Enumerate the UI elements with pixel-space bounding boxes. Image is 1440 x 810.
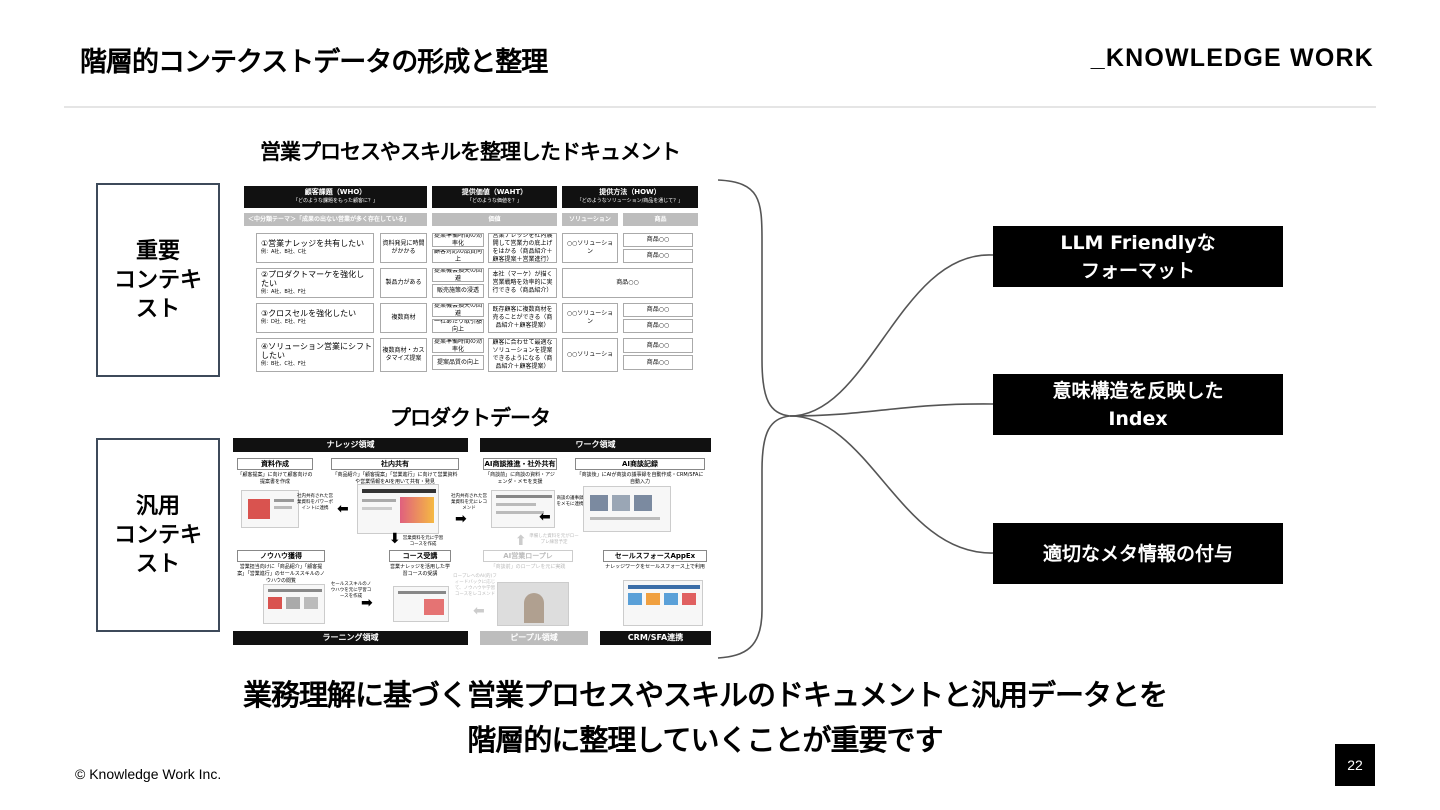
crm-area-bar: CRM/SFA連携 bbox=[600, 631, 711, 645]
table-subheader: ＜中分類テーマ＞「成果の出ない営業が多く存在している」 bbox=[244, 213, 427, 226]
document-table-thumbnail: 顧客課題（WHO）「どのような課題をもった顧客に？」 提供価値（WAHT）「どの… bbox=[244, 186, 698, 374]
important-context-label: 重要 コンテキ スト bbox=[96, 183, 220, 377]
product-section-heading: プロダクトデータ bbox=[390, 406, 551, 430]
screenshot-thumbnail bbox=[357, 484, 439, 534]
table-row: ①営業ナレッジを共有したい例：A社、B社、C社 資料発見に時間がかかる 提案準備… bbox=[244, 231, 698, 265]
brand-logo: _KNOWLEDGE WORK bbox=[1090, 44, 1374, 72]
table-col-header: 提供価値（WAHT）「どのような価値を？」 bbox=[432, 186, 557, 208]
table-row: ③クロスセルを強化したい例：D社、E社、F社 複数商材 提案機会損失の回避 一社… bbox=[244, 301, 698, 335]
screenshot-thumbnail bbox=[393, 586, 449, 622]
header-divider bbox=[64, 106, 1376, 108]
product-item: ノウハウ獲得営業担当向けに「商品紹介」「顧客提案」「営業進行」のセールススキルの… bbox=[237, 550, 325, 584]
product-item: 社内共有「商品紹介」「顧客提案」「営業進行」に向けて営業資料や営業情報をAIを用… bbox=[331, 458, 459, 485]
product-item: コース受講営業ナレッジを活用した学習コースの受講 bbox=[389, 550, 451, 577]
general-context-label: 汎用 コンテキ スト bbox=[96, 438, 220, 632]
output-semantic-index: 意味構造を反映した Index bbox=[993, 374, 1283, 435]
screenshot-thumbnail bbox=[263, 584, 325, 624]
table-col-header: 顧客課題（WHO）「どのような課題をもった顧客に？」 bbox=[244, 186, 427, 208]
screenshot-thumbnail bbox=[623, 580, 703, 626]
slide-title: 階層的コンテクストデータの形成と整理 bbox=[80, 47, 548, 78]
doc-section-heading: 営業プロセスやスキルを整理したドキュメント bbox=[260, 140, 681, 164]
screenshot-thumbnail bbox=[497, 582, 569, 626]
product-item: AI営業ロープレ「商談前」のロープレを元に実践 bbox=[483, 550, 573, 571]
table-row: ②プロダクトマーケを強化したい例：A社、B社、F社 製品力がある 提案機会損失の… bbox=[244, 266, 698, 300]
screenshot-thumbnail bbox=[583, 486, 671, 532]
screenshot-thumbnail bbox=[241, 490, 299, 528]
conclusion-line-1: 業務理解に基づく営業プロセスやスキルのドキュメントと汎用データとを bbox=[242, 678, 1168, 712]
page-number: 22 bbox=[1335, 744, 1375, 786]
product-data-thumbnail: ナレッジ領域 ワーク領域 資料作成「顧客提案」に向けて顧客向けの提案書を作成 社… bbox=[233, 438, 711, 645]
people-area-bar: ピープル領域 bbox=[480, 631, 588, 645]
output-llm-friendly: LLM Friendlyな フォーマット bbox=[993, 226, 1283, 287]
product-item: AI商談推進・社外共有「商談前」に商談の資料・アジェンダ・メモを支援 bbox=[483, 458, 557, 485]
knowledge-area-bar: ナレッジ領域 bbox=[233, 438, 468, 452]
table-subheader: 商品 bbox=[623, 213, 698, 226]
table-subheader: 価値 bbox=[432, 213, 557, 226]
screenshot-thumbnail bbox=[491, 490, 555, 528]
table-col-header: 提供方法（HOW）「どのようなソリューション/商品を通じて？」 bbox=[562, 186, 698, 208]
table-row: ④ソリューション営業にシフトしたい例：B社、C社、F社 複数商材・カスタマイズ提… bbox=[244, 336, 698, 372]
output-metadata: 適切なメタ情報の付与 bbox=[993, 523, 1283, 584]
work-area-bar: ワーク領域 bbox=[480, 438, 711, 452]
conclusion-line-2: 階層的に整理していくことが重要です bbox=[467, 723, 943, 757]
product-item: AI商談記録「商談後」にAIが商談の議事録を自動作成・CRM/SFAに自動入力 bbox=[575, 458, 705, 485]
learning-area-bar: ラーニング領域 bbox=[233, 631, 468, 645]
copyright: © Knowledge Work Inc. bbox=[75, 766, 222, 782]
table-subheader: ソリューション bbox=[562, 213, 618, 226]
product-item: 資料作成「顧客提案」に向けて顧客向けの提案書を作成 bbox=[237, 458, 313, 485]
